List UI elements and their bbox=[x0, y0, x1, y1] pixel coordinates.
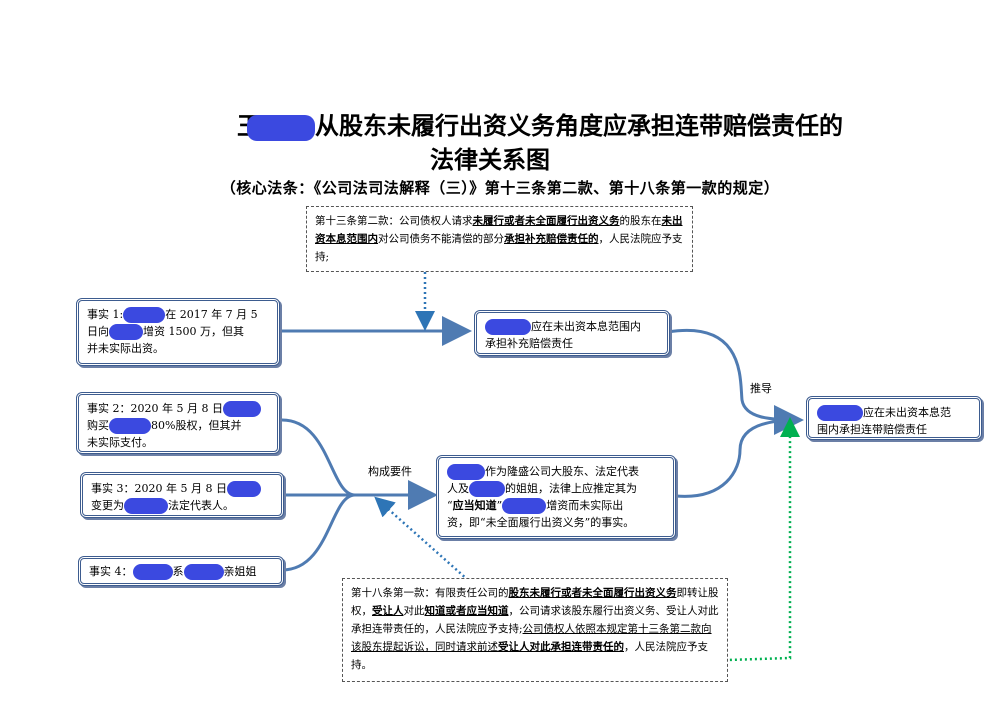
curve-knowing-to-joint bbox=[675, 418, 799, 498]
fact2-box: 事实 2：2020 年 5 月 8 日 购买 80%股权，但其并 未实际支付。 bbox=[76, 392, 280, 454]
joint-text: 围内承担连带赔偿责任 bbox=[817, 423, 927, 436]
fact1-box: 事实 1: 在 2017 年 7 月 5 日向 增资 1500 万，但其 并未实际出… bbox=[76, 298, 280, 366]
redaction-mark bbox=[123, 307, 166, 323]
law18-underlined: 公司债权人依照本规定第十三条第二款向该股东提起诉讼，同时请求前述 bbox=[351, 623, 712, 653]
fact2-text: 购买 bbox=[87, 419, 109, 432]
knowing-box: 作为隆盛公司大股东、法定代表 人及 的姐姐，法律上应推定其为 “应当知道” 增资而未… bbox=[436, 455, 676, 539]
law13-emph: 承担补充赔偿责任的 bbox=[504, 233, 599, 245]
fact1-text: 在 2017 年 7 月 5 bbox=[165, 308, 258, 321]
law18-emph: 受让人 bbox=[372, 605, 404, 617]
fact1-text: 日向 bbox=[87, 325, 109, 338]
law13-text: 第十三条第二款：公司债权人请求 bbox=[315, 215, 473, 227]
knowing-text: 人及 bbox=[447, 482, 469, 495]
law13-box: 第十三条第二款：公司债权人请求未履行或者未全面履行出资义务的股东在未出资本息范围… bbox=[306, 206, 693, 272]
fact1-text: 并未实际出资。 bbox=[87, 342, 164, 355]
redaction-mark bbox=[183, 564, 224, 580]
knowing-emph: 应当知道 bbox=[452, 499, 497, 512]
page-title-line1: 王从股东未履行出资义务角度应承担连带赔偿责任的 bbox=[40, 106, 1000, 141]
fact1-label: 事实 1: bbox=[87, 308, 124, 321]
label-constitutes: 构成要件 bbox=[368, 465, 412, 478]
curve-fact2 bbox=[281, 418, 356, 497]
knowing-text: 增资而未实际出 bbox=[546, 499, 624, 512]
fact4-text: 亲姐姐 bbox=[223, 565, 257, 578]
redaction-mark bbox=[109, 418, 151, 434]
law13-text: 对公司债务不能清偿的部分 bbox=[378, 233, 504, 245]
knowing-text: 作为隆盛公司大股东、法定代表 bbox=[485, 465, 639, 478]
redaction-mark bbox=[469, 481, 505, 497]
knowing-text: ” bbox=[496, 499, 503, 512]
redaction-mark bbox=[226, 481, 261, 497]
redaction-mark bbox=[222, 401, 261, 417]
law13-text: 的股东在 bbox=[619, 215, 662, 227]
dotted-green-path bbox=[539, 417, 800, 668]
redaction-mark bbox=[817, 405, 863, 421]
fact4-label: 事实 4： bbox=[89, 565, 133, 578]
law18-text: ，公司请求该股东履行出资义务、受让人对此承担连带责任的，人民法院应予支持; bbox=[351, 605, 719, 635]
law18-text: 第十八条第一款：有限责任公司的 bbox=[351, 587, 509, 599]
fact2-text: 80%股权，但其并 bbox=[151, 419, 242, 432]
fact2-label: 事实 2：2020 年 5 月 8 日 bbox=[87, 402, 223, 415]
knowing-text: “ bbox=[447, 499, 453, 512]
law18-text: ，人民法院应予支持。 bbox=[351, 641, 708, 671]
joint-text: 应在未出资本息范 bbox=[863, 406, 951, 419]
fact3-text: 法定代表人。 bbox=[168, 499, 234, 512]
knowing-text: 的姐姐，法律上应推定其为 bbox=[505, 482, 637, 495]
law18-box: 第十八条第一款：有限责任公司的股东未履行或者未全面履行出资义务即转让股权，受让人… bbox=[342, 578, 728, 682]
law18-text: 对此 bbox=[403, 605, 425, 617]
law13-text: ，人民法院应予支持; bbox=[315, 233, 683, 263]
supplement-text: 承担补充赔偿责任 bbox=[485, 337, 573, 350]
law18-emph: 受让人对此承担连带责任的 bbox=[498, 641, 624, 653]
dotted-arrow-law18 bbox=[374, 496, 469, 581]
page-subtitle: （核心法条：《公司法司法解释（三）》第十三条第二款、第十八条第一款的规定） bbox=[220, 179, 780, 197]
page-title-line2: 法律关系图 bbox=[430, 145, 550, 174]
law13-emph: 未出资本息范围内 bbox=[315, 215, 683, 245]
supplement-liability-box: 应在未出资本息范围内 承担补充赔偿责任 bbox=[474, 310, 670, 356]
redaction-mark bbox=[447, 464, 485, 480]
redaction-mark bbox=[485, 319, 531, 335]
fact4-box: 事实 4： 系 亲姐姐 bbox=[78, 556, 284, 586]
law18-emph: 知道或者应当知道 bbox=[424, 605, 509, 617]
redaction-mark bbox=[132, 564, 173, 580]
knowing-text: 资，即“未全面履行出资义务”的事实。 bbox=[447, 516, 635, 529]
redaction-mark bbox=[502, 498, 547, 514]
fact4-text: 系 bbox=[172, 565, 184, 578]
law18-text: 即转让股权， bbox=[351, 587, 719, 617]
fact3-label: 事实 3：2020 年 5 月 8 日 bbox=[91, 482, 227, 495]
fact1-text: 增资 1500 万，但其 bbox=[143, 325, 244, 338]
curve-fact4 bbox=[281, 493, 356, 572]
fact3-box: 事实 3：2020 年 5 月 8 日 变更为 法定代表人。 bbox=[80, 472, 284, 518]
fact3-text: 变更为 bbox=[91, 499, 124, 512]
law13-emph: 未履行或者未全面履行出资义务 bbox=[472, 215, 620, 227]
redaction-mark bbox=[109, 324, 143, 340]
label-deduce: 推导 bbox=[750, 382, 772, 395]
fact2-text: 未实际支付。 bbox=[87, 436, 153, 449]
joint-liability-box: 应在未出资本息范 围内承担连带赔偿责任 bbox=[806, 396, 982, 440]
supplement-text: 应在未出资本息范围内 bbox=[531, 320, 641, 333]
curve-supplement-to-joint bbox=[667, 328, 804, 435]
redaction-mark bbox=[124, 498, 168, 514]
law18-emph: 股东未履行或者未全面履行出资义务 bbox=[508, 587, 677, 599]
redaction-mark bbox=[247, 114, 315, 141]
title-line1-text: 从股东未履行出资义务角度应承担连带赔偿责任的 bbox=[315, 111, 843, 140]
